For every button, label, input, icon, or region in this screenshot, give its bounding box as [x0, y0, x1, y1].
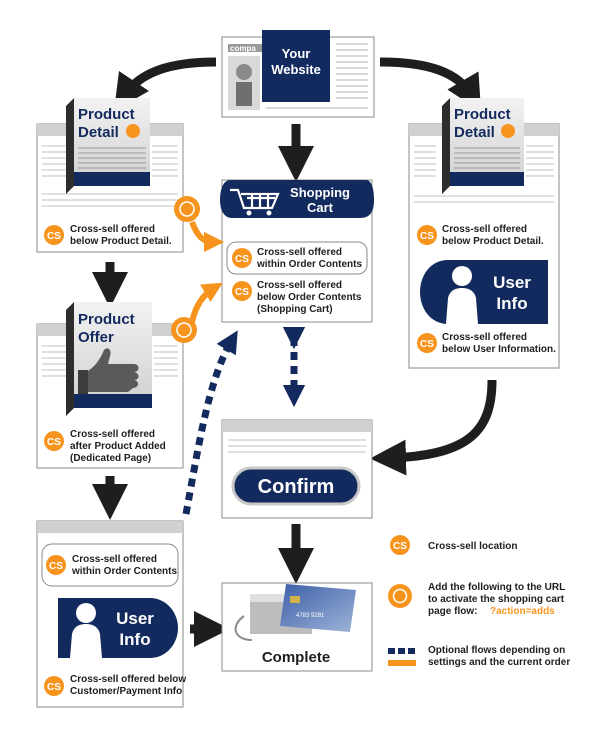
cs-callout-bottom-below: CS Cross-sell offered below Customer/Pay…	[44, 674, 186, 697]
shopping-cart-line2: Cart	[307, 200, 334, 215]
svg-text:CS: CS	[235, 254, 249, 265]
cs-badge-icon	[232, 281, 252, 301]
cs-callout-cart-below: CS Cross-sell offered below Order Conten…	[232, 280, 362, 315]
cs-badge-icon	[417, 225, 437, 245]
offer-text-2: after Product Added	[70, 441, 166, 452]
cart-within-text-1: Cross-sell offered	[257, 247, 342, 258]
cart-below-text-3: (Shopping Cart)	[257, 304, 333, 315]
user-info-right-line1: User	[493, 273, 531, 292]
right-detail-text-1: Cross-sell offered	[442, 224, 527, 235]
cs-badge-icon	[232, 248, 252, 268]
shopping-cart-line1: Shopping	[290, 185, 350, 200]
cs-badge-icon	[417, 333, 437, 353]
confirm-button[interactable]: Confirm	[231, 466, 361, 506]
cs-badge-icon	[44, 676, 64, 696]
thumbs-up-icon	[78, 348, 139, 394]
cs-badge-icon	[44, 431, 64, 451]
bottom-within-text-2: within Order Contents	[71, 566, 177, 577]
legend-optional-line1: Optional flows depending on	[428, 645, 565, 656]
svg-text:CS: CS	[47, 682, 61, 693]
website-title-line2: Website	[271, 62, 321, 77]
orange-arrow-to-cart-1	[189, 220, 225, 253]
legend-optional: Optional flows depending on settings and…	[388, 645, 570, 668]
user-silhouette-icon	[446, 266, 478, 324]
legend-cs-location-text: Cross-sell location	[428, 541, 517, 552]
right-detail-text-2: below Product Detail.	[442, 236, 544, 247]
user-info-bottom-line1: User	[116, 609, 154, 628]
user-info-right-line2: Info	[496, 294, 527, 313]
cart-below-text-2: below Order Contents	[257, 292, 362, 303]
svg-text:CS: CS	[49, 561, 63, 572]
cs-badge-icon	[390, 535, 410, 555]
bottom-below-text-1: Cross-sell offered below	[70, 674, 186, 685]
svg-text:CS: CS	[393, 541, 407, 552]
cs-callout-left-detail: CS Cross-sell offered below Product Deta…	[44, 224, 172, 247]
svg-text:CS: CS	[47, 231, 61, 242]
legend-url: Add the following to the URL to activate…	[388, 582, 565, 617]
cs-badge-icon	[44, 225, 64, 245]
svg-text:CS: CS	[420, 231, 434, 242]
product-detail-box-left: Product Detail	[66, 98, 150, 194]
right-user-text-2: below User Information.	[442, 344, 556, 355]
legend-optional-line2: settings and the current order	[428, 657, 570, 668]
cs-callout-bottom-within: CS Cross-sell offered within Order Conte…	[41, 543, 179, 587]
cs-callout-cart-within: CS Cross-sell offered within Order Conte…	[226, 241, 368, 275]
svg-text:CS: CS	[420, 339, 434, 350]
orange-dot-icon	[126, 124, 140, 138]
right-user-text-1: Cross-sell offered	[442, 332, 527, 343]
cs-callout-right-detail: CS Cross-sell offered below Product Deta…	[417, 224, 544, 247]
website-title-line1: Your	[282, 46, 311, 61]
orange-dot-icon	[501, 124, 515, 138]
bottom-within-text-1: Cross-sell offered	[72, 554, 157, 565]
cart-within-text-2: within Order Contents	[256, 259, 362, 270]
cs-callout-offer: CS Cross-sell offered after Product Adde…	[44, 429, 166, 464]
product-offer-box: Product Offer	[66, 302, 152, 416]
orange-arrow-to-cart-2	[189, 282, 223, 323]
card-number: 4783 9281	[296, 613, 325, 619]
person-photo-icon	[236, 64, 252, 80]
product-detail-right-line2: Detail	[454, 124, 495, 141]
svg-text:CS: CS	[47, 437, 61, 448]
product-offer-line1: Product	[78, 311, 135, 328]
arrow-right-to-confirm	[370, 379, 497, 476]
svg-text:CS: CS	[235, 287, 249, 298]
bottom-below-text-2: Customer/Payment Info	[70, 686, 182, 697]
credit-card-icon: 4783 9281	[280, 584, 356, 632]
user-info-badge-bottom: User Info	[58, 598, 178, 658]
legend-url-line2: to activate the shopping cart	[428, 594, 565, 605]
website-screenshot: compa Your Website	[221, 30, 375, 118]
arrow-website-to-left-detail	[114, 57, 217, 111]
user-info-badge-right: User Info	[420, 260, 548, 324]
arrow-website-to-right-detail	[379, 57, 482, 112]
confirm-button-label: Confirm	[258, 476, 335, 498]
left-detail-text-2: below Product Detail.	[70, 236, 172, 247]
left-detail-text-1: Cross-sell offered	[70, 224, 155, 235]
legend-url-code: ?action=adds	[490, 606, 555, 617]
product-detail-left-line1: Product	[78, 106, 135, 123]
user-info-bottom-line2: Info	[119, 630, 150, 649]
offer-text-1: Cross-sell offered	[70, 429, 155, 440]
product-detail-left-line2: Detail	[78, 124, 119, 141]
legend-url-line3: page flow:	[428, 606, 477, 617]
complete-panel: 4783 9281 Complete	[221, 582, 373, 672]
legend-cs-location: CS Cross-sell location	[390, 535, 517, 555]
shopping-cart-icon	[230, 188, 280, 210]
cs-callout-right-user: CS Cross-sell offered below User Informa…	[417, 332, 556, 355]
product-offer-line2: Offer	[78, 329, 114, 346]
user-silhouette-icon	[70, 603, 102, 658]
product-detail-box-right: Product Detail	[442, 98, 524, 194]
cart-below-text-1: Cross-sell offered	[257, 280, 342, 291]
offer-text-3: (Dedicated Page)	[70, 453, 151, 464]
complete-label: Complete	[262, 649, 330, 666]
cs-badge-icon	[46, 555, 66, 575]
product-detail-right-line1: Product	[454, 106, 511, 123]
website-logo-text: compa	[230, 44, 256, 53]
legend: CS Cross-sell location Add the following…	[388, 535, 570, 668]
legend-url-line1: Add the following to the URL	[428, 582, 565, 593]
